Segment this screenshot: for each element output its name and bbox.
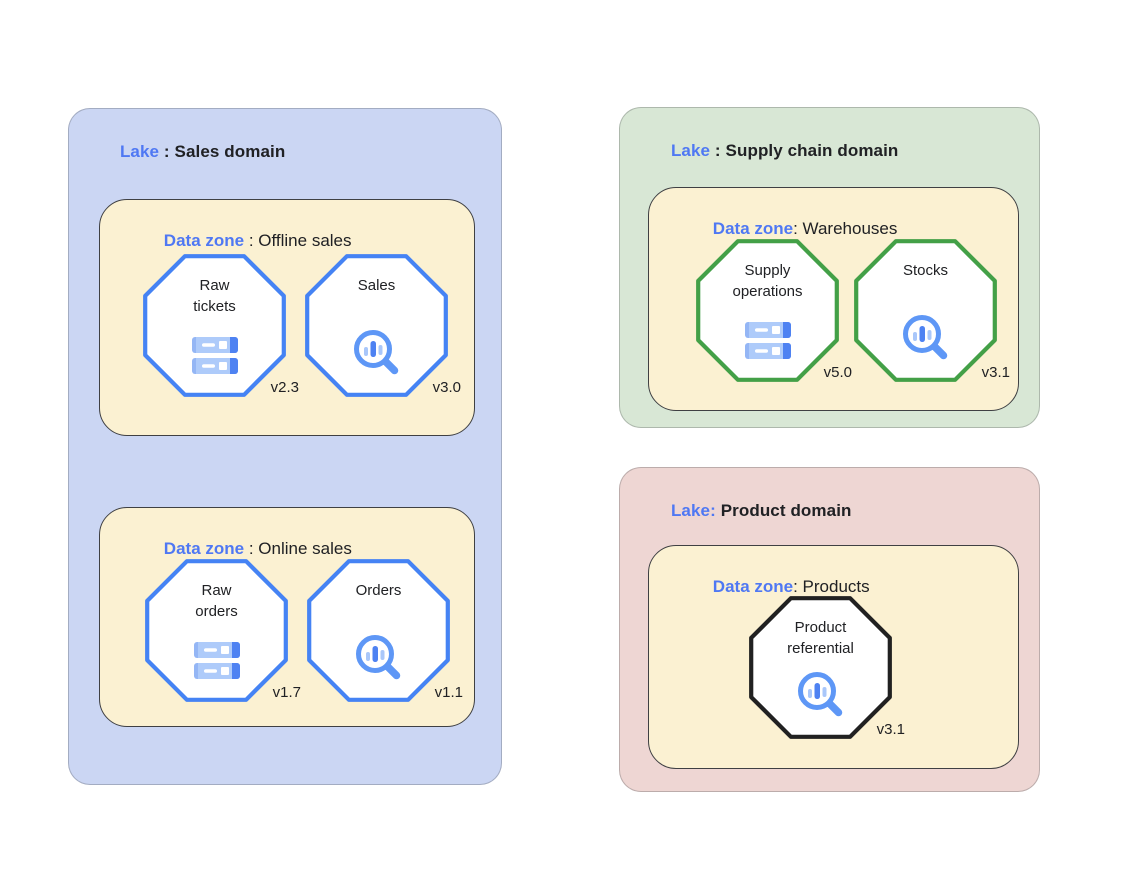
asset-sales: Sales v3.0 xyxy=(305,254,461,397)
lake-title: Lake: Product domain xyxy=(642,481,852,541)
search-analytics-icon xyxy=(352,328,402,383)
asset-orders: Orders v1.1 xyxy=(307,559,463,702)
zone-label: Data zone xyxy=(163,231,245,250)
zone-title-separator: : xyxy=(793,219,803,238)
asset-raw-orders: Raw orders v1.7 xyxy=(145,559,301,702)
zone-title: Data zone : Offline sales xyxy=(126,211,352,271)
asset-supply-operations: Supply operations v5.0 xyxy=(696,239,852,382)
asset-version: v1.7 xyxy=(272,684,301,701)
asset-name: Supply operations xyxy=(732,262,803,300)
search-analytics-icon xyxy=(901,313,951,368)
octagon-shape xyxy=(307,559,450,702)
zone-label: Data zone xyxy=(712,577,794,596)
asset-stocks: Stocks v3.1 xyxy=(854,239,1010,382)
octagon-shape xyxy=(696,239,839,382)
octagon-shape xyxy=(305,254,448,397)
lake-sales-domain: Lake : Sales domain Data zone : Offline … xyxy=(68,108,502,785)
asset-version: v5.0 xyxy=(823,364,852,381)
lake-title: Lake : Supply chain domain xyxy=(642,121,898,181)
zone-title: Data zone: Warehouses xyxy=(675,199,898,259)
zone-title-separator: : xyxy=(244,231,259,250)
storage-icon xyxy=(191,337,238,380)
storage-icon xyxy=(193,642,240,685)
zone-title-text: Offline sales xyxy=(258,231,352,250)
zone-products: Data zone: Products Product referential xyxy=(648,545,1019,769)
zone-title: Data zone: Products xyxy=(675,557,870,617)
lake-label: Lake xyxy=(670,141,711,160)
search-analytics-icon xyxy=(354,633,404,688)
asset-raw-tickets: Raw tickets v2.3 xyxy=(143,254,299,397)
lake-title-text: Supply chain domain xyxy=(725,141,899,160)
octagon-shape xyxy=(854,239,997,382)
lake-title-separator: : xyxy=(710,141,726,160)
octagon-shape xyxy=(749,596,892,739)
zone-label: Data zone xyxy=(712,219,794,238)
lake-supply-chain-domain: Lake : Supply chain domain Data zone: Wa… xyxy=(619,107,1040,428)
lake-product-domain: Lake: Product domain Data zone: Products… xyxy=(619,467,1040,792)
asset-name: Stocks xyxy=(902,262,949,279)
zone-warehouses: Data zone: Warehouses Supply operations … xyxy=(648,187,1019,411)
asset-name: Orders xyxy=(355,582,402,599)
storage-icon xyxy=(744,322,791,365)
zone-title-text: Products xyxy=(802,577,870,596)
lake-title-separator: : xyxy=(159,142,175,161)
zone-label: Data zone xyxy=(163,539,245,558)
asset-name: Sales xyxy=(357,277,396,294)
asset-version: v2.3 xyxy=(270,379,299,396)
zone-title: Data zone : Online sales xyxy=(126,519,352,579)
asset-name: Product referential xyxy=(787,619,854,657)
asset-version: v1.1 xyxy=(434,684,463,701)
search-analytics-icon xyxy=(796,670,846,725)
asset-version: v3.1 xyxy=(876,721,905,738)
zone-online-sales: Data zone : Online sales Raw orders v1.7 xyxy=(99,507,475,727)
asset-name: Raw orders xyxy=(195,582,238,620)
asset-version: v3.0 xyxy=(432,379,461,396)
zone-offline-sales: Data zone : Offline sales Raw tickets v2… xyxy=(99,199,475,436)
lake-title: Lake : Sales domain xyxy=(91,122,285,182)
zone-title-separator: : xyxy=(244,539,259,558)
asset-version: v3.1 xyxy=(981,364,1010,381)
lake-title-text: Product domain xyxy=(720,501,852,520)
lake-title-text: Sales domain xyxy=(174,142,286,161)
zone-title-text: Online sales xyxy=(258,539,352,558)
asset-product-referential: Product referential v3.1 xyxy=(749,596,905,739)
lake-label: Lake xyxy=(119,142,160,161)
octagon-shape xyxy=(145,559,288,702)
octagon-shape xyxy=(143,254,286,397)
lake-label: Lake: xyxy=(670,501,716,520)
asset-name: Raw tickets xyxy=(193,277,236,315)
zone-title-separator: : xyxy=(793,577,803,596)
zone-title-text: Warehouses xyxy=(802,219,898,238)
